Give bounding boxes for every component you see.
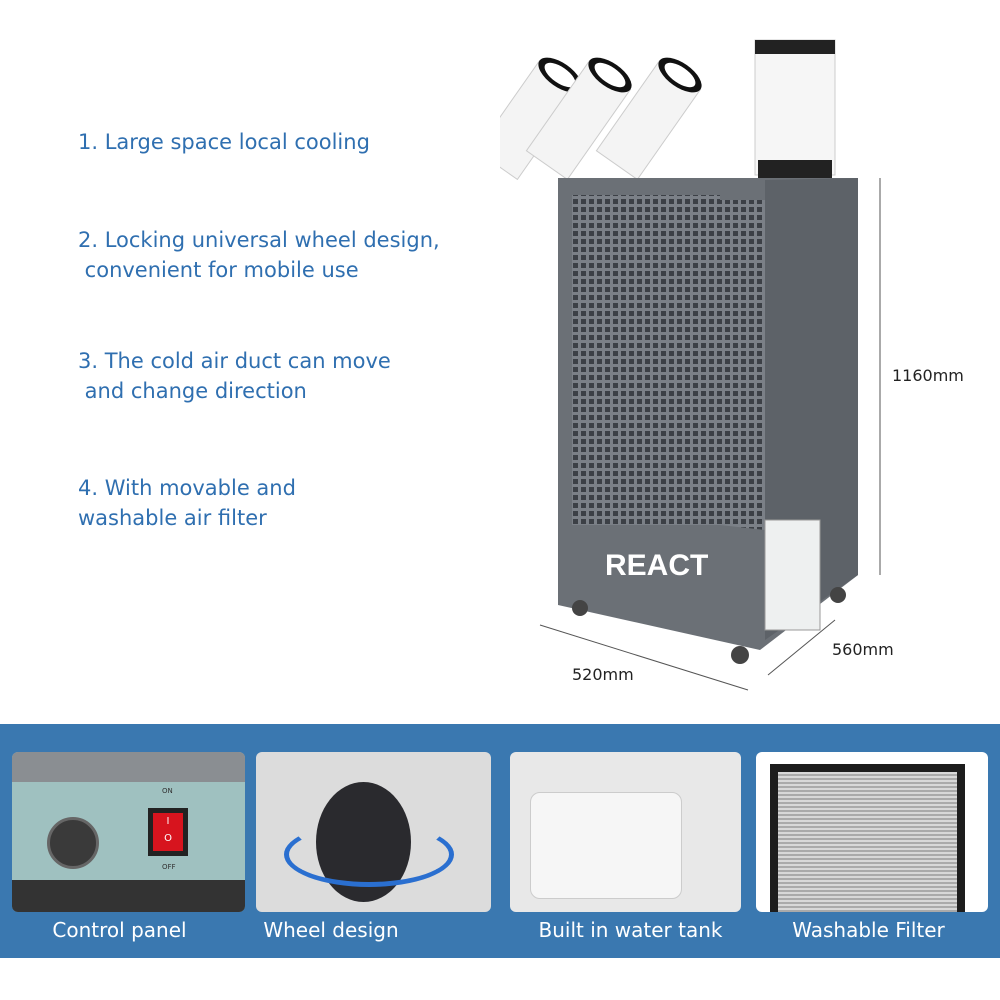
power-switch: I O — [148, 808, 188, 856]
switch-on-mark: I — [166, 816, 170, 827]
control-panel-image: ON I O OFF — [12, 752, 245, 912]
fan-knob — [47, 817, 99, 869]
caption-control-panel: Control panel — [52, 918, 187, 942]
on-label: ON — [162, 787, 173, 795]
air-conditioner-image: REACT — [500, 39, 881, 691]
off-label: OFF — [162, 863, 176, 871]
caption-wheel-design: Wheel design — [263, 918, 399, 942]
switch-off-mark: O — [164, 833, 172, 844]
height-dimension: 1160mm — [892, 366, 964, 385]
depth-dimension: 560mm — [832, 640, 894, 659]
feature-2: 2. Locking universal wheel design, conve… — [78, 228, 440, 282]
caption-washable-filter: Washable Filter — [792, 918, 945, 942]
air-ducts — [500, 39, 836, 181]
feature-4: 4. With movable and washable air filter — [78, 476, 296, 530]
width-dimension: 520mm — [572, 665, 634, 684]
wheel-image — [256, 752, 491, 912]
water-tank-image — [510, 752, 741, 912]
caption-water-tank: Built in water tank — [538, 918, 723, 942]
feature-1: 1. Large space local cooling — [78, 130, 370, 154]
brand-logo: REACT — [605, 549, 708, 582]
feature-3: 3. The cold air duct can move and change… — [78, 349, 391, 403]
filter-image — [756, 752, 988, 912]
